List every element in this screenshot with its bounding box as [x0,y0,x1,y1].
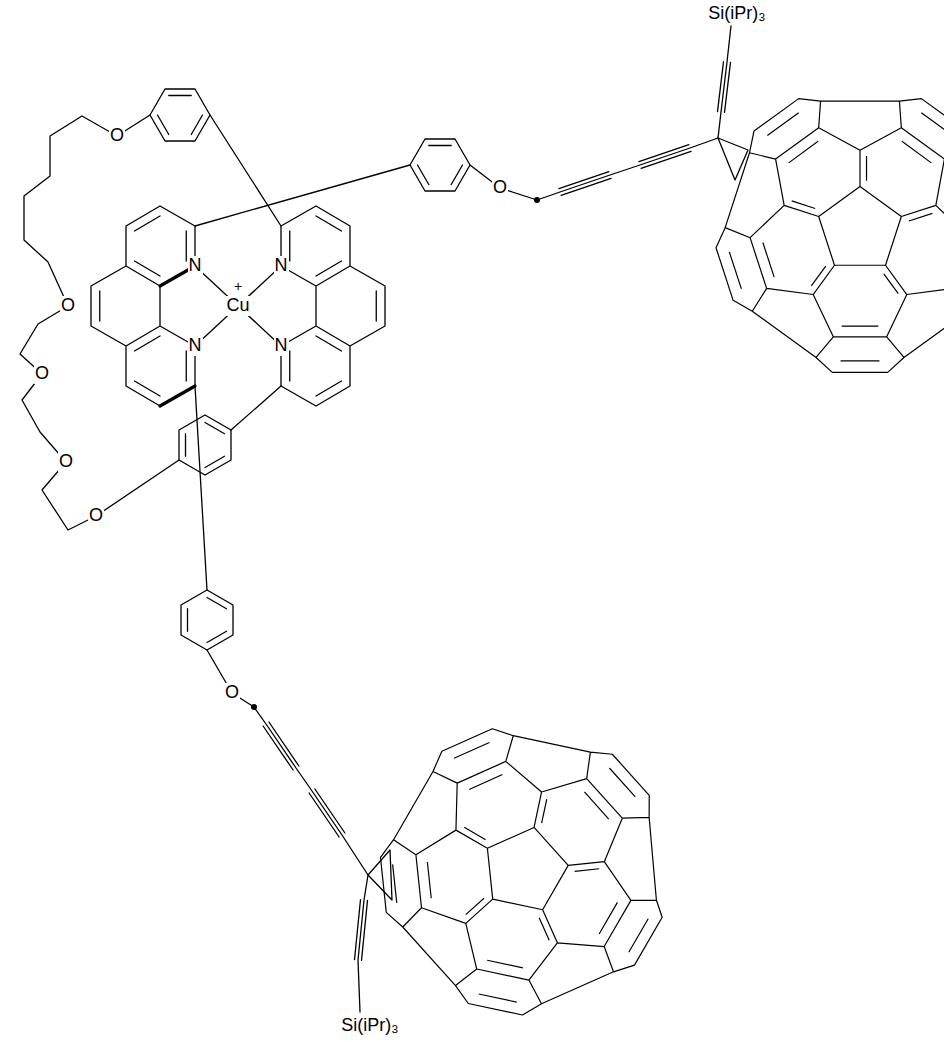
atom-label: Cu [225,296,250,316]
bond-lines [20,26,748,1012]
phenanthroline-ring [91,206,195,406]
fullerene [355,712,694,1040]
fullerene [716,99,944,373]
phenyl-ring [150,89,210,141]
diyne-chain [537,138,718,200]
diyne-chain [254,707,368,875]
cyclopropane [368,850,392,900]
atom-label: O [60,296,76,316]
atom-label: Si(iPr)₃ [340,1016,399,1036]
atom-label: O [88,506,104,526]
atom-label: Si(iPr)₃ [707,4,766,24]
atom-label: O [109,126,125,146]
single-bond [96,115,537,707]
atom-label: N [274,336,289,356]
atom-label: + [233,279,243,294]
polyether-chain [20,116,117,530]
alkyne-bond [718,26,732,138]
atom-label: N [188,256,203,276]
phenyl-ring [179,415,231,475]
atom-label: N [188,336,203,356]
alkyne-bond [355,875,369,1012]
phenyl-ring [410,139,470,191]
atom-label: N [274,256,289,276]
atom-label: O [492,178,508,198]
phenyl-ring [181,590,233,650]
cyclopropane [718,138,748,180]
ch2-dot [251,704,257,710]
atom-label: O [34,364,50,384]
coordination-bond [195,266,281,346]
atom-label: O [224,683,240,703]
ch2-dot [534,197,540,203]
phenanthroline-ring [281,206,385,406]
atom-label: O [58,452,74,472]
